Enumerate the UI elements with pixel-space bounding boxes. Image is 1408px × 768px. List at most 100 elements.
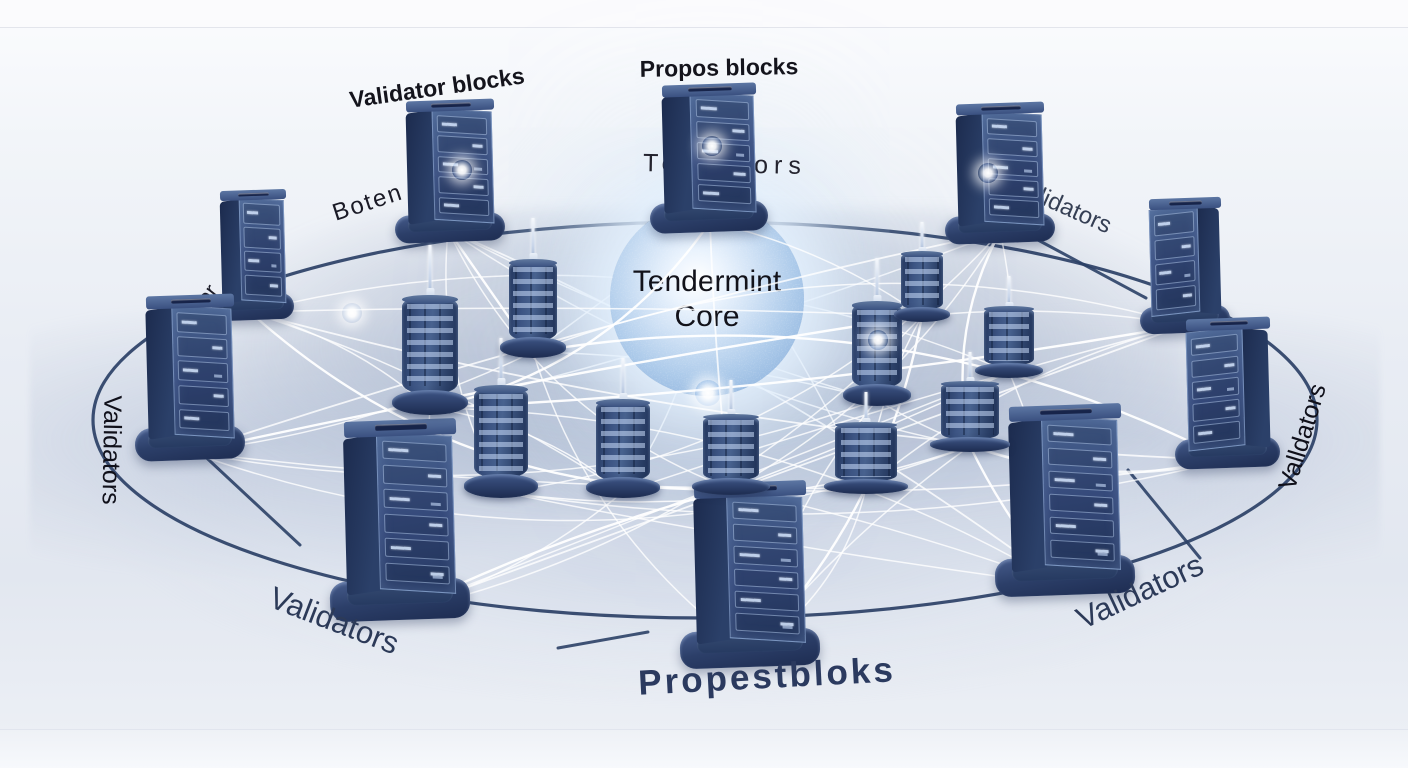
relay-drum — [835, 421, 897, 481]
server-slot — [987, 138, 1038, 158]
relay-node-1 — [392, 245, 468, 415]
label-validators-left: Validators — [96, 395, 127, 505]
tower-body — [1008, 415, 1122, 572]
tower-front-panel — [376, 431, 457, 594]
relay-base — [893, 307, 951, 322]
relay-drum — [596, 399, 651, 480]
server-slot — [1048, 447, 1113, 470]
server-slot — [177, 360, 228, 383]
glow-flare — [342, 303, 362, 323]
label-validators-right: Valldators — [1273, 380, 1332, 494]
server-slot — [734, 568, 799, 590]
relay-base — [929, 437, 1011, 452]
server-slot — [1049, 493, 1114, 516]
tower-body — [693, 492, 807, 645]
server-slot — [437, 155, 488, 176]
relay-node-4 — [586, 358, 660, 498]
relay-base — [586, 477, 660, 498]
label-propos-blocks: Propos blocks — [639, 53, 799, 82]
antenna-icon — [529, 218, 537, 268]
relay-node-10 — [823, 392, 909, 494]
server-slot — [1153, 236, 1195, 262]
server-slot — [384, 513, 449, 537]
antenna-icon — [1005, 276, 1013, 312]
server-tower-2 — [394, 98, 506, 244]
relay-drum — [940, 381, 1000, 439]
tower-front-panel — [171, 304, 235, 439]
server-tower-5 — [944, 101, 1056, 245]
server-slot — [988, 198, 1039, 218]
server-tower-4 — [134, 293, 246, 462]
server-slot — [245, 274, 283, 298]
server-slot — [697, 184, 751, 206]
tower-body — [661, 92, 757, 215]
server-slot — [735, 612, 800, 634]
server-slot — [1154, 260, 1196, 287]
relay-drum — [901, 251, 943, 309]
server-slot — [1192, 420, 1241, 444]
relay-base — [392, 389, 468, 415]
server-slot — [1050, 516, 1115, 539]
server-slot — [1050, 539, 1115, 562]
antenna-icon — [966, 352, 974, 387]
relay-base — [823, 478, 909, 494]
antenna-icon — [727, 380, 735, 421]
tower-body — [145, 304, 235, 440]
relay-drum — [474, 384, 529, 478]
server-slot — [177, 335, 228, 359]
server-slot — [244, 250, 282, 274]
tower-front-panel — [238, 197, 287, 303]
relay-node-2 — [464, 338, 538, 498]
antenna-icon — [873, 258, 881, 310]
relay-node-7 — [893, 222, 951, 322]
server-slot — [987, 158, 1038, 178]
server-slot — [1047, 424, 1112, 447]
server-slot — [1155, 285, 1196, 311]
server-slot — [695, 142, 750, 163]
server-slot — [1190, 332, 1238, 356]
relay-node-9 — [929, 352, 1011, 452]
server-slot — [695, 121, 750, 142]
label-propest-bloks: Propestbloks — [637, 650, 897, 703]
tower-body — [1185, 325, 1271, 451]
relay-node-3 — [499, 218, 567, 358]
server-slot — [1153, 211, 1194, 237]
tower-body — [343, 431, 457, 596]
core-label-line1: Tendermint — [632, 265, 782, 298]
tower-front-panel — [726, 492, 807, 643]
tower-front-panel — [1185, 325, 1246, 451]
server-tower-1 — [649, 82, 769, 235]
antenna-icon — [918, 222, 926, 257]
tower-front-panel — [688, 92, 757, 213]
server-slot — [437, 135, 488, 156]
server-slot — [1190, 354, 1239, 378]
tower-front-panel — [431, 107, 495, 224]
server-slot — [438, 196, 489, 217]
tower-body — [1148, 204, 1222, 318]
server-slot — [436, 115, 487, 135]
server-slot — [243, 227, 281, 250]
relay-drum — [702, 413, 760, 481]
server-slot — [383, 464, 448, 488]
server-slot — [438, 176, 489, 196]
server-slot — [732, 501, 797, 523]
antenna-icon — [619, 358, 627, 408]
server-tower-10 — [994, 403, 1136, 598]
server-slot — [734, 545, 799, 567]
relay-base — [692, 477, 770, 495]
server-slot — [694, 99, 749, 121]
bottom-margin-strip — [0, 729, 1408, 768]
server-slot — [696, 163, 751, 184]
relay-node-5 — [692, 380, 770, 495]
antenna-icon — [862, 392, 870, 428]
server-slot — [382, 440, 447, 463]
server-tower-9 — [679, 480, 821, 670]
server-slot — [986, 117, 1037, 138]
server-slot — [735, 590, 800, 612]
server-slot — [179, 408, 230, 432]
core-label-line2: Core — [674, 300, 740, 333]
server-slot — [385, 537, 450, 561]
server-slot — [243, 203, 281, 226]
tower-front-panel — [1041, 415, 1122, 571]
